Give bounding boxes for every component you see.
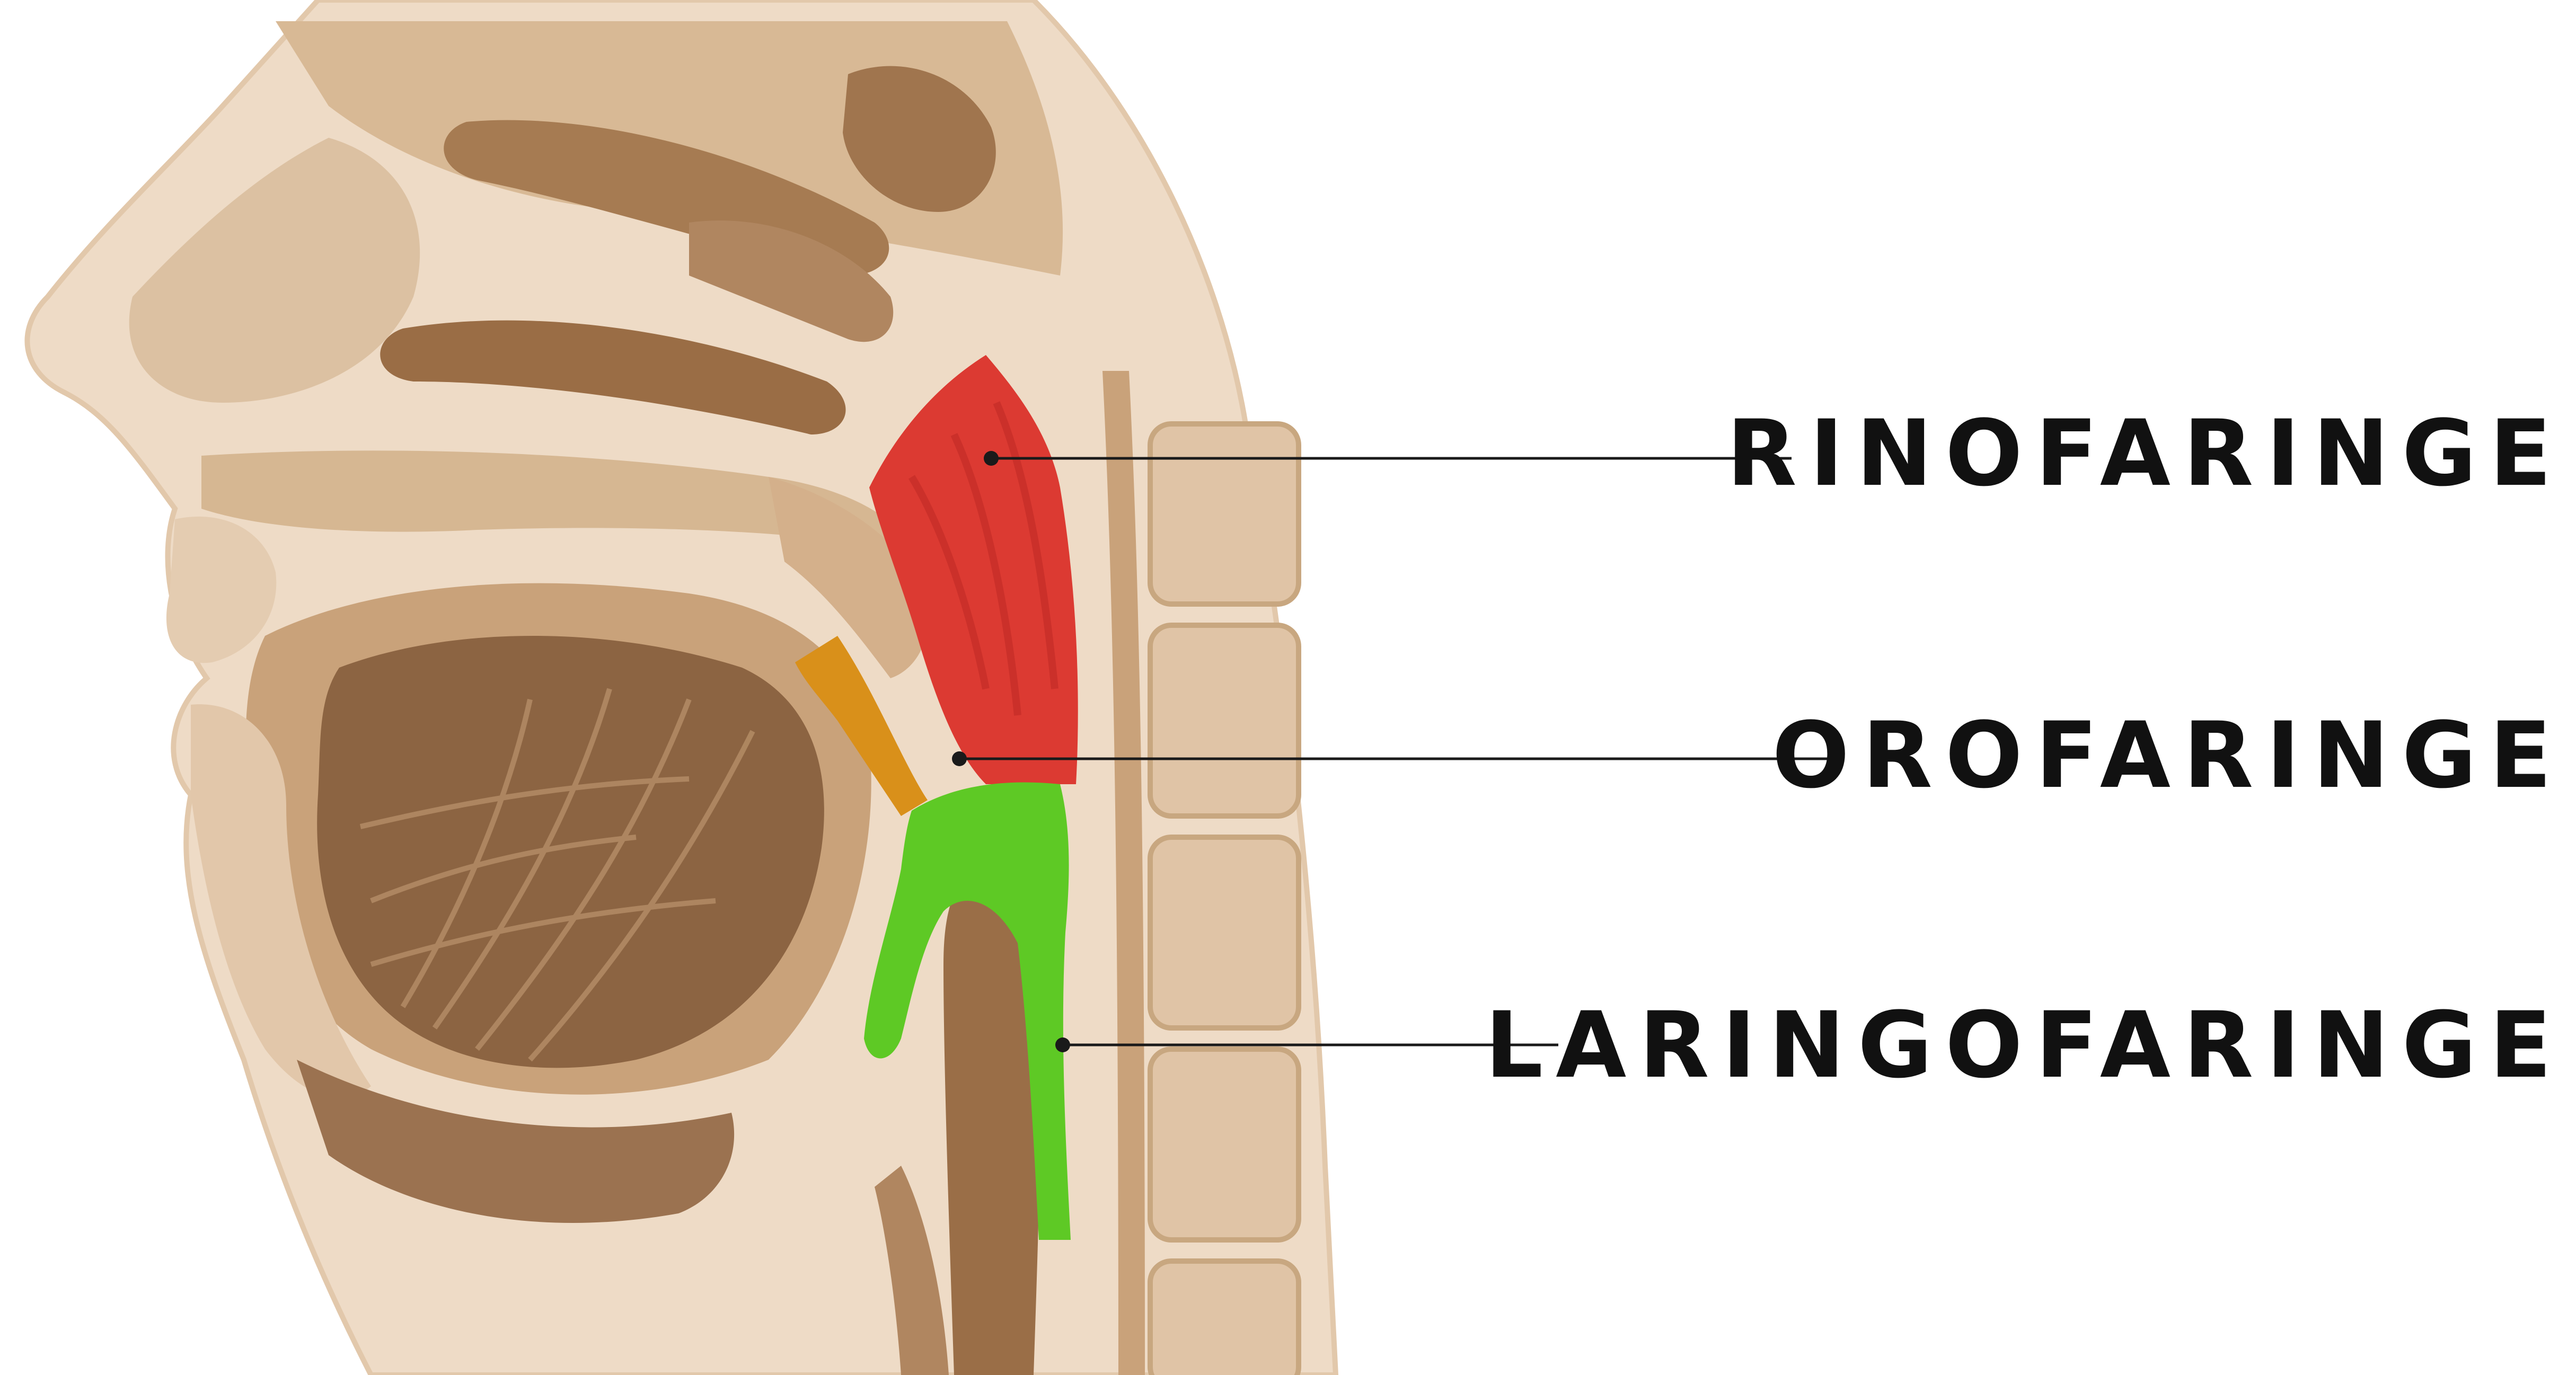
trachea [875, 1166, 949, 1375]
cervical-vertebrae [1148, 421, 1301, 1375]
orofaringe-region [795, 636, 928, 816]
label-laringofaringe: LARINGOFARINGE [1485, 992, 2564, 1098]
laringofaringe-region [864, 782, 1071, 1240]
hard-palate [201, 450, 912, 551]
nasal-turbinate-middle [380, 320, 846, 434]
leader-dot-rinofaringe [984, 451, 999, 466]
epiglottis-larynx [943, 873, 1042, 1375]
soft-palate [769, 477, 929, 678]
mandible [297, 1060, 735, 1223]
sphenoid-sinus [843, 66, 996, 212]
tongue-fibers [359, 688, 755, 1062]
label-orofaringe: OROFARINGE [1772, 702, 2564, 809]
tongue [317, 636, 824, 1068]
upper-lip [166, 516, 277, 663]
rinofaringe-region [869, 355, 1078, 784]
prevertebral-band [1102, 371, 1145, 1375]
nasal-turbinate-lower [689, 220, 894, 342]
rinofaringe-texture [908, 401, 1058, 716]
label-rinofaringe: RINOFARINGE [1726, 400, 2564, 507]
leader-dot-laringofaringe [1055, 1037, 1070, 1052]
nasal-cartilage [129, 138, 420, 403]
leader-dot-orofaringe [952, 751, 967, 766]
lower-lip-chin [191, 704, 371, 1098]
